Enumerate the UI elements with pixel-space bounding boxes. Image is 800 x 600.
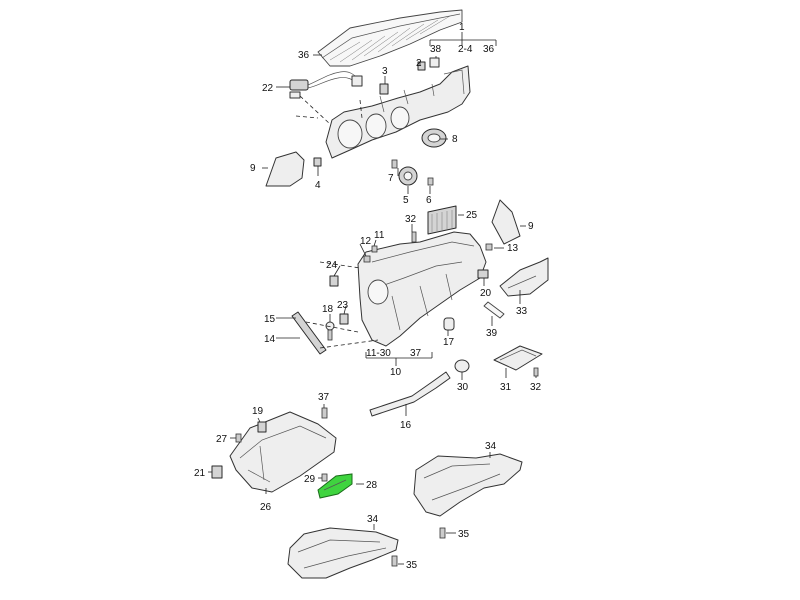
callout-16: 16	[400, 420, 412, 431]
underpanel-part-34-left[interactable]	[287, 527, 399, 579]
clip-part-38[interactable]	[429, 57, 440, 68]
tray-part-31[interactable]	[493, 345, 543, 371]
grille-part-25[interactable]	[427, 205, 457, 235]
callout-35-left: 35	[406, 560, 418, 571]
callout-38: 38	[430, 44, 442, 55]
screw-part-6[interactable]	[427, 177, 434, 186]
callout-10: 10	[390, 367, 402, 378]
callout-22: 22	[262, 83, 274, 94]
callout-2: 2	[416, 58, 422, 69]
callout-7: 7	[388, 173, 394, 184]
callout-34-right: 34	[485, 441, 497, 452]
clip-part-4[interactable]	[313, 157, 322, 167]
callout-24: 24	[326, 260, 338, 271]
underpanel-right	[413, 453, 523, 539]
callout-14: 14	[264, 334, 276, 345]
callout-1: 1	[459, 22, 465, 33]
callout-36: 36	[298, 50, 310, 61]
callout-13: 13	[507, 243, 519, 254]
bolt-part-32-lower[interactable]	[533, 367, 539, 377]
dashboard-top-cover[interactable]	[317, 9, 463, 67]
callout-9-right: 9	[528, 221, 534, 232]
side-trim-right[interactable]	[491, 199, 521, 245]
callout-33: 33	[516, 306, 528, 317]
callout-8: 8	[452, 134, 458, 145]
screw-part-37[interactable]	[321, 407, 328, 419]
strip-part-39[interactable]	[483, 301, 505, 319]
group-label-11-30: 11-30	[366, 348, 391, 359]
dial-part-5[interactable]	[398, 166, 418, 186]
callout-27: 27	[216, 434, 228, 445]
group-label-36: 36	[483, 44, 495, 55]
group-label-37: 37	[410, 348, 422, 359]
callout-30: 30	[457, 382, 469, 393]
bolt-part-27[interactable]	[235, 433, 242, 443]
callout-17: 17	[443, 337, 455, 348]
callout-6: 6	[426, 195, 432, 206]
clip-part-13[interactable]	[485, 243, 493, 251]
group-label-2-4: 2-4	[458, 44, 473, 55]
callout-21: 21	[194, 468, 206, 479]
bumper-part-17[interactable]	[443, 317, 455, 331]
side-trim-left[interactable]	[265, 151, 305, 187]
underpanel-part-34-right[interactable]	[413, 453, 523, 517]
callout-32-mid: 32	[405, 214, 417, 225]
glovebox-housing[interactable]	[357, 231, 487, 347]
callout-11: 11	[374, 230, 385, 241]
callout-32-lower: 32	[530, 382, 542, 393]
side-cover-part-33[interactable]	[499, 257, 549, 297]
hinge-part-19[interactable]	[257, 421, 267, 433]
screw-part-7[interactable]	[391, 159, 398, 169]
callout-18: 18	[322, 304, 334, 315]
callout-5: 5	[403, 195, 409, 206]
screw-part-35-right[interactable]	[439, 527, 446, 539]
dashboard-top-assembly	[265, 9, 471, 187]
latch-part-28-highlighted[interactable]	[317, 473, 353, 499]
callout-35-right: 35	[458, 529, 470, 540]
bar-part-16[interactable]	[369, 371, 451, 417]
glovebox-door-assembly	[211, 407, 353, 499]
callout-9-top: 9	[250, 163, 256, 174]
clip-part-2[interactable]	[417, 61, 426, 71]
callout-28: 28	[366, 480, 378, 491]
callout-labels: 1 38 2-4 36 36 22 3 2 8 9 4 7 5 6 32 25 …	[194, 22, 542, 571]
leader-lines	[208, 32, 537, 565]
damper-rod-14[interactable]	[291, 311, 327, 355]
glovebox-housing-assembly	[291, 199, 549, 417]
clip-part-23[interactable]	[339, 313, 349, 325]
callout-34-left: 34	[367, 514, 379, 525]
callout-23: 23	[337, 300, 349, 311]
clip-part-12[interactable]	[363, 255, 371, 263]
glovebox-door[interactable]	[229, 411, 337, 493]
callout-4: 4	[315, 180, 321, 191]
screw-part-35-left[interactable]	[391, 555, 398, 567]
bracket-part-21[interactable]	[211, 465, 223, 479]
callout-20: 20	[480, 288, 492, 299]
callout-3: 3	[382, 66, 388, 77]
wiring-harness[interactable]	[289, 71, 363, 99]
latch-part-20[interactable]	[477, 269, 489, 279]
clip-part-3[interactable]	[379, 83, 389, 95]
bolt-part-32[interactable]	[411, 231, 417, 243]
callout-25: 25	[466, 210, 478, 221]
screw-part-29[interactable]	[321, 473, 328, 482]
callout-12: 12	[360, 236, 372, 247]
callout-31: 31	[500, 382, 512, 393]
callout-29: 29	[304, 474, 316, 485]
callout-15: 15	[264, 314, 276, 325]
callout-37: 37	[318, 392, 330, 403]
round-vent-8[interactable]	[421, 128, 447, 148]
clip-part-24[interactable]	[329, 275, 339, 287]
knob-part-30[interactable]	[454, 359, 470, 373]
clip-part-11[interactable]	[371, 245, 378, 253]
callout-39: 39	[486, 328, 498, 339]
callout-19: 19	[252, 406, 264, 417]
underpanel-left	[287, 527, 399, 579]
rod-part-18[interactable]	[325, 321, 335, 341]
callout-26: 26	[260, 502, 272, 513]
